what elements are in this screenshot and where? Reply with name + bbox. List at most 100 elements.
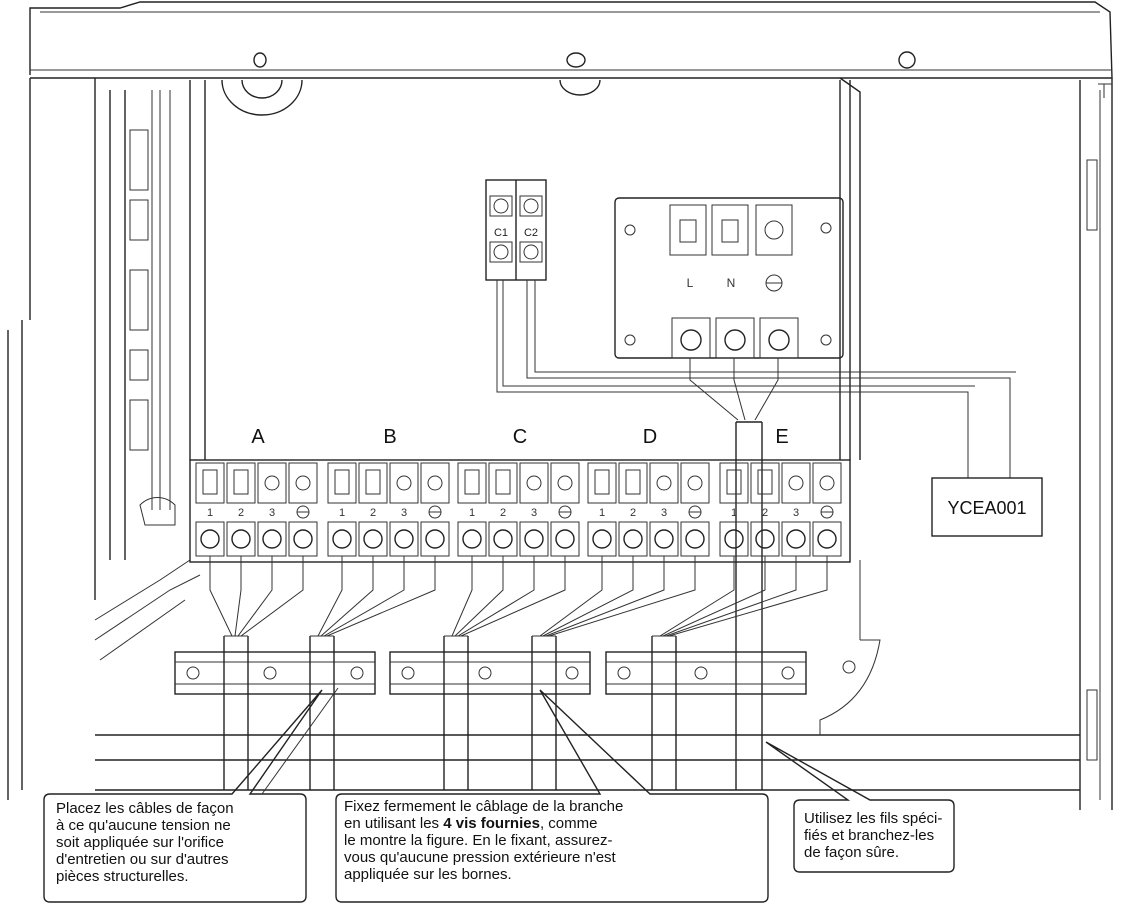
terminal-number: 3 bbox=[661, 507, 667, 519]
terminal-clip bbox=[365, 469, 381, 495]
terminal-screw-top bbox=[264, 475, 280, 491]
callout-right-line: Utilisez les fils spéci- bbox=[804, 810, 943, 827]
terminal-slot-bottom bbox=[226, 521, 256, 557]
callout-left-line: soit appliquée sur l'orifice bbox=[56, 834, 224, 851]
branch-letter: A bbox=[251, 426, 265, 448]
terminal-slot-bottom bbox=[420, 521, 450, 557]
terminal-clip bbox=[334, 469, 350, 495]
terminal-slot-top bbox=[618, 462, 648, 504]
terminal-slot-top bbox=[649, 462, 679, 504]
terminal-screw bbox=[293, 529, 313, 549]
terminal-number: 3 bbox=[793, 507, 799, 519]
clamp-bar-body bbox=[605, 651, 807, 695]
terminal-slot: 3 bbox=[781, 462, 811, 557]
callout-right-text: Utilisez les fils spéci- fiés et branche… bbox=[804, 810, 942, 861]
terminal-number: 2 bbox=[370, 507, 376, 519]
terminal-slot-bottom bbox=[719, 521, 749, 557]
terminal-slot-bottom bbox=[288, 521, 318, 557]
callout-middle-line: appliquée sur les bornes. bbox=[344, 866, 512, 883]
screw-hole-icon bbox=[186, 666, 200, 680]
callout-right-line: fiés et branchez-les bbox=[804, 827, 935, 844]
terminal-slot-bottom bbox=[257, 521, 287, 557]
callout-left-line: Placez les câbles de façon bbox=[56, 800, 234, 817]
terminal-slot bbox=[812, 462, 842, 557]
power-label-l: L bbox=[687, 276, 694, 290]
terminal-slot-bottom bbox=[389, 521, 419, 557]
adapter-box: YCEA001 bbox=[931, 477, 1043, 537]
adapter-label: YCEA001 bbox=[947, 498, 1026, 518]
terminal-screw bbox=[231, 529, 251, 549]
terminal-slot bbox=[550, 462, 580, 557]
callout-middle-emphasis: 4 vis fournies bbox=[443, 815, 540, 832]
cable-wire bbox=[662, 556, 766, 637]
terminal-screw bbox=[623, 529, 643, 549]
cable-bundle bbox=[443, 556, 566, 790]
terminal-slot-top bbox=[812, 462, 842, 504]
screw-hole-icon bbox=[263, 666, 277, 680]
terminal-number: 2 bbox=[762, 507, 768, 519]
cable-wire bbox=[326, 556, 436, 637]
power-terminal-block: L N bbox=[614, 197, 844, 359]
screw-hole-icon bbox=[565, 666, 579, 680]
clamp-bar-body bbox=[389, 651, 591, 695]
terminal-slot-bottom bbox=[812, 521, 842, 557]
terminal-screw bbox=[786, 529, 806, 549]
terminal-slot-bottom bbox=[618, 521, 648, 557]
terminal-screw bbox=[755, 529, 775, 549]
cable-wire bbox=[542, 556, 634, 637]
terminal-screw-top bbox=[788, 475, 804, 491]
cable-bundle bbox=[531, 556, 696, 790]
terminal-label-c2: C2 bbox=[524, 227, 538, 239]
terminal-number: 1 bbox=[339, 507, 345, 519]
terminal-number: 1 bbox=[599, 507, 605, 519]
terminal-screw bbox=[200, 529, 220, 549]
terminal-slot: 1 bbox=[719, 462, 749, 557]
terminal-screw bbox=[817, 529, 837, 549]
branch-cables bbox=[209, 556, 828, 790]
screw-hole-icon bbox=[781, 666, 795, 680]
terminal-label-c1: C1 bbox=[494, 227, 508, 239]
terminal-number: 2 bbox=[500, 507, 506, 519]
main-cable-sleeve bbox=[735, 421, 763, 790]
terminal-screw-top bbox=[557, 475, 573, 491]
terminal-slot-top bbox=[550, 462, 580, 504]
terminal-clip bbox=[594, 469, 610, 495]
terminal-slot: 2 bbox=[750, 462, 780, 557]
terminal-clip bbox=[625, 469, 641, 495]
branch-letter: B bbox=[383, 426, 396, 448]
terminal-screw bbox=[394, 529, 414, 549]
cable-wire bbox=[454, 556, 504, 637]
terminal-slot bbox=[680, 462, 710, 557]
terminal-slot-bottom bbox=[680, 521, 710, 557]
terminal-slot: 1 bbox=[327, 462, 357, 557]
callout-left-line: à ce qu'aucune tension ne bbox=[56, 817, 231, 834]
cabinet-top-cover bbox=[29, 1, 1113, 79]
screw-hole-icon bbox=[401, 666, 415, 680]
cable-wire bbox=[539, 556, 603, 637]
terminal-screw bbox=[262, 529, 282, 549]
inner-panel bbox=[189, 77, 861, 460]
cable-wire bbox=[457, 556, 535, 637]
signal-wires bbox=[496, 280, 1016, 478]
callout-middle-text: Fixez fermement le câblage de la branche… bbox=[344, 798, 623, 883]
terminal-screw-top bbox=[656, 475, 672, 491]
cable-wire bbox=[209, 556, 233, 637]
cable-wire bbox=[665, 556, 797, 637]
terminal-screw-top bbox=[396, 475, 412, 491]
terminal-slot-top bbox=[358, 462, 388, 504]
terminal-screw bbox=[363, 529, 383, 549]
cable-bundle bbox=[209, 556, 304, 790]
branch-letter: D bbox=[643, 426, 657, 448]
screw-hole-icon bbox=[478, 666, 492, 680]
terminal-screw bbox=[332, 529, 352, 549]
terminal-screw bbox=[685, 529, 705, 549]
cable-bundle bbox=[651, 556, 828, 790]
terminal-slot-top bbox=[257, 462, 287, 504]
terminal-slot-top bbox=[488, 462, 518, 504]
callout-middle-line: le montre la figure. En le fixant, assur… bbox=[344, 832, 613, 849]
callout-right-line: de façon sûre. bbox=[804, 844, 900, 861]
terminal-number: 1 bbox=[469, 507, 475, 519]
